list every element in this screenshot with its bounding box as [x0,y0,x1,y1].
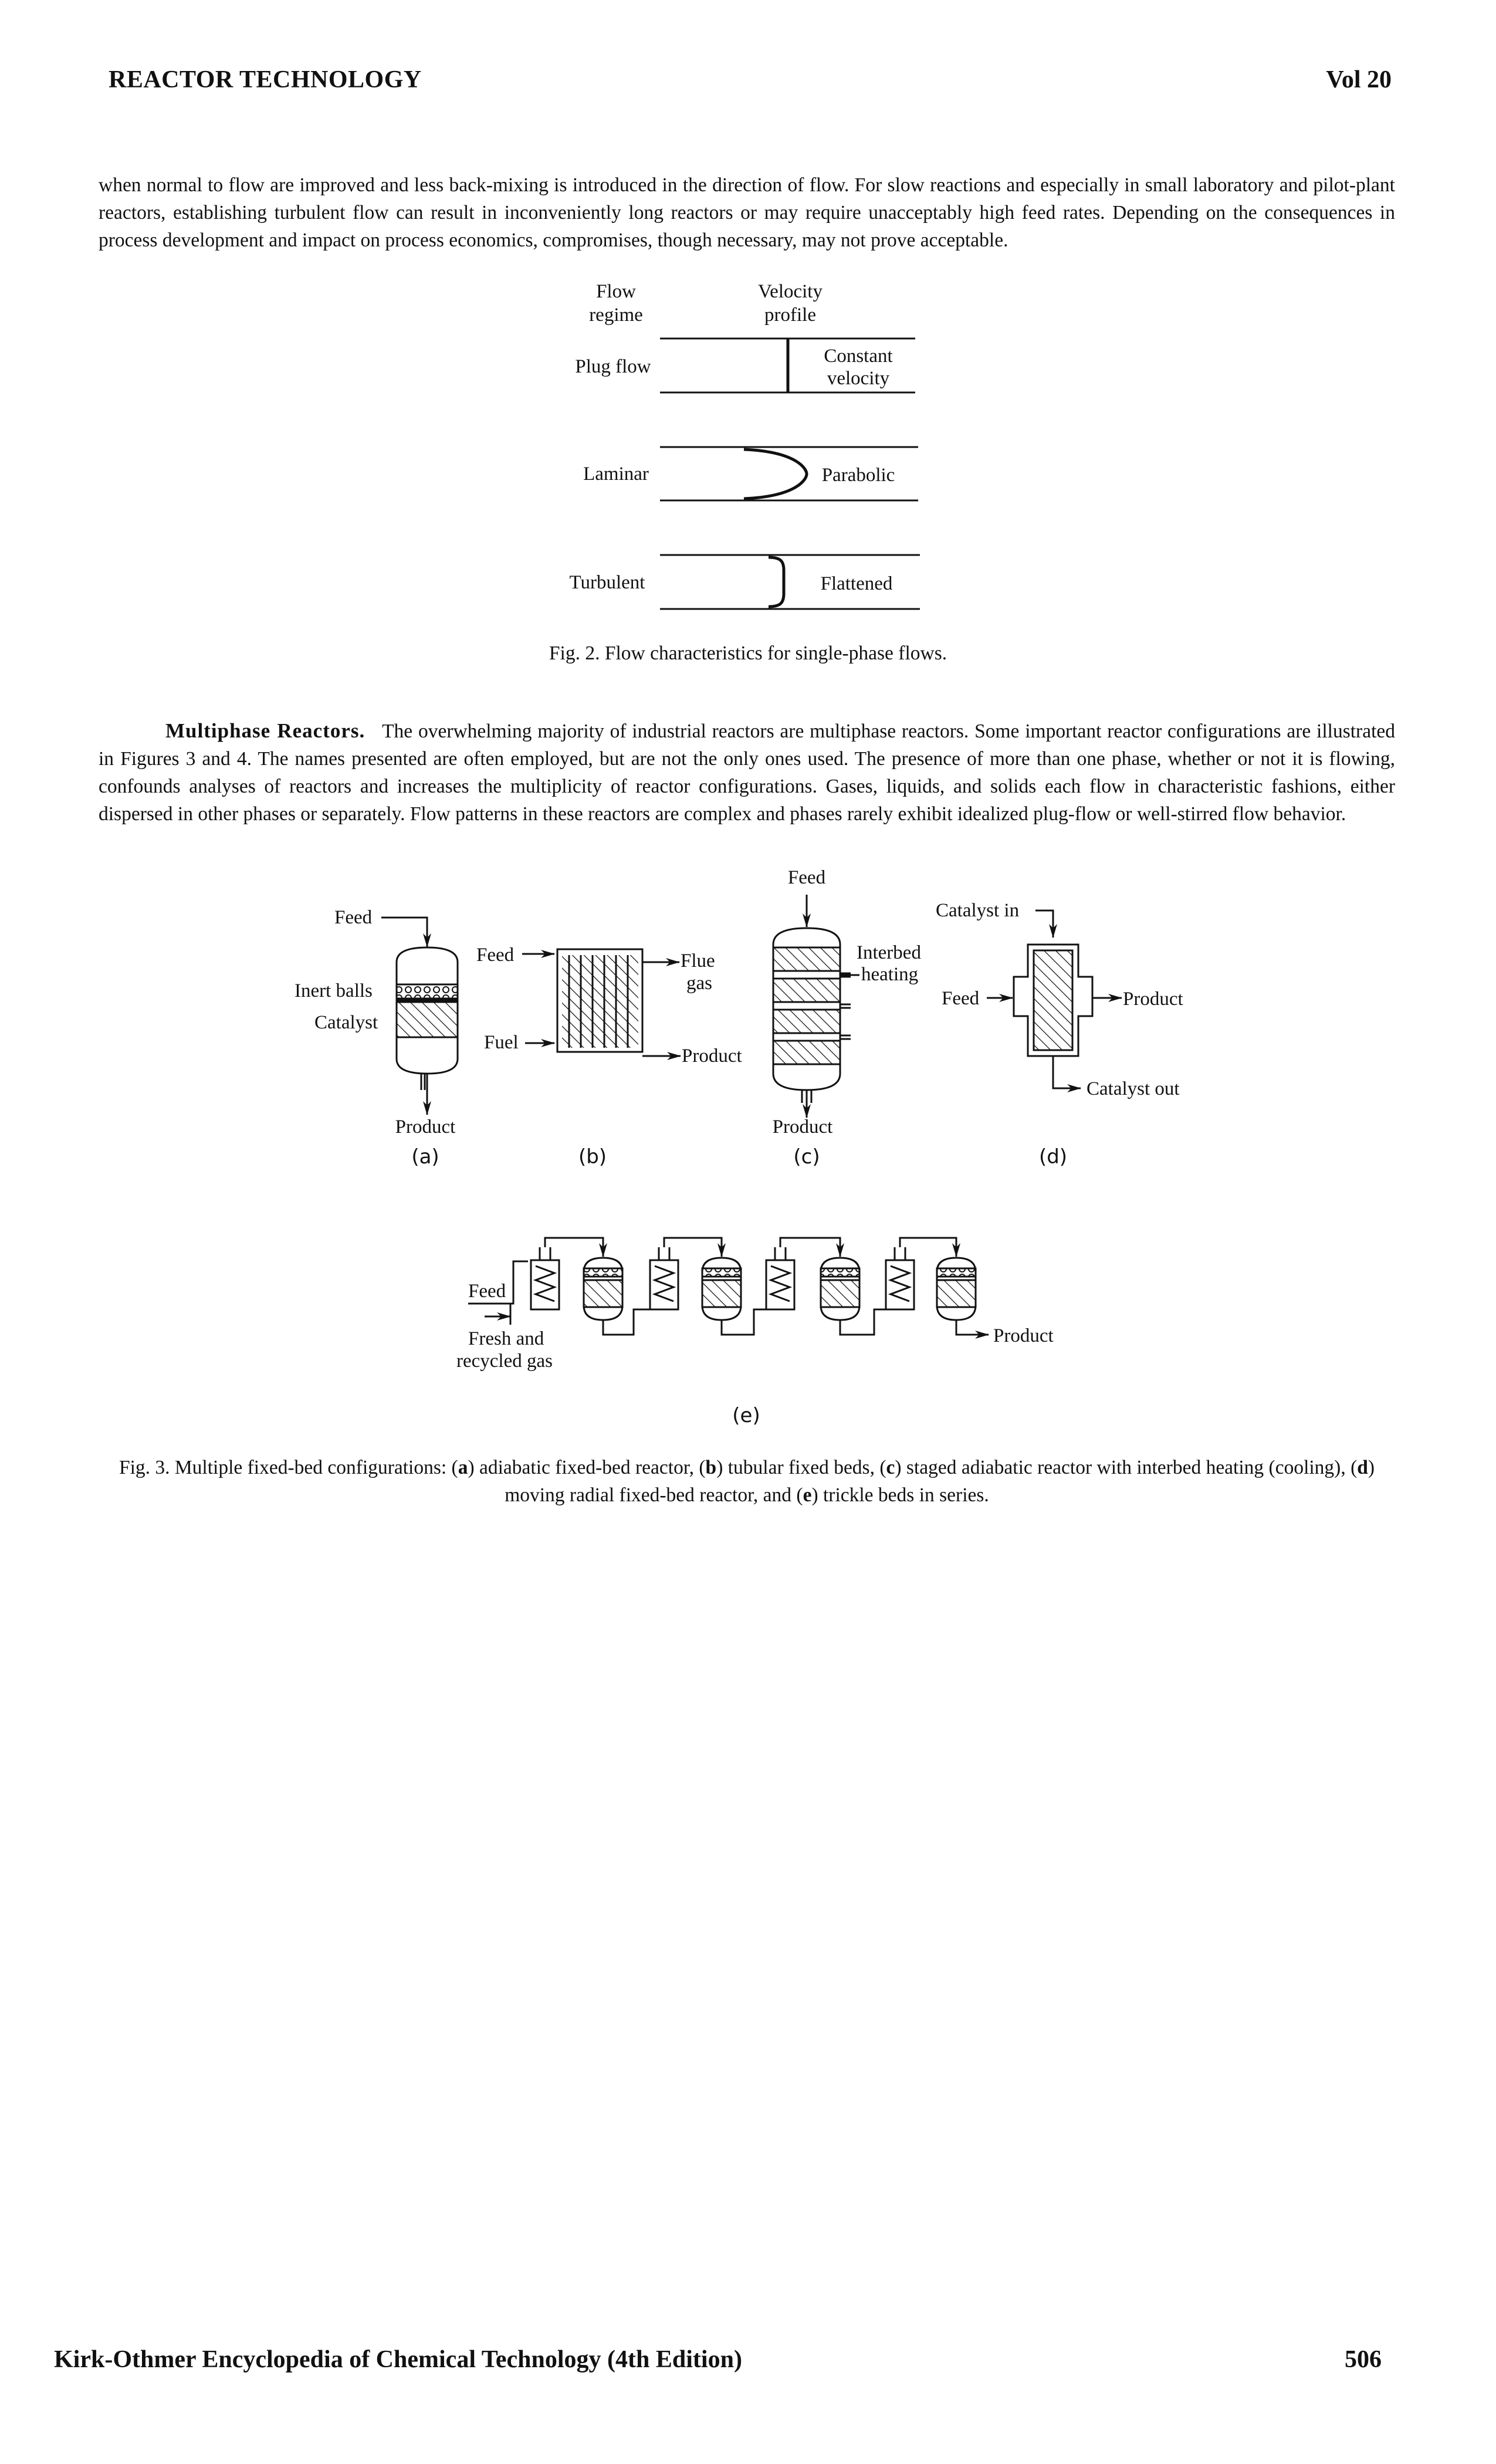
running-header-volume: Vol 20 [1326,66,1392,93]
d-catalyst-in-label: Catalyst in [936,900,1019,921]
b-fuel-label: Fuel [484,1032,519,1053]
fig2-profile-plug-2: velocity [827,368,890,389]
figure-3-fixed-bed-configurations: Feed Inert balls Catalyst Product (a) Fe… [295,867,1183,1427]
e-fresh-gas-label-2: recycled gas [456,1351,553,1372]
fig2-regime-plug: Plug flow [575,356,651,377]
a-catalyst-label: Catalyst [314,1012,378,1033]
c-feed-label: Feed [788,867,826,888]
fig3-caption-key-d: d [1357,1457,1368,1478]
section-heading-multiphase: Multiphase Reactors. [165,719,365,742]
d-feed-label: Feed [942,988,980,1009]
fig2-profile-plug-1: Constant [824,346,892,367]
a-sublabel: (a) [411,1145,439,1169]
e-fresh-gas-label-1: Fresh and [468,1328,544,1349]
figure-2-caption: Fig. 2. Flow characteristics for single-… [549,642,947,664]
fig3-caption-text-c: ) staged adiabatic reactor with interbed… [895,1457,1358,1478]
a-inert-balls-label: Inert balls [295,980,373,1001]
reactor-a: Feed Inert balls Catalyst Product (a) [295,907,459,1169]
reactor-e: Feed Fresh and recycled gas [456,1237,1054,1427]
d-catalyst-out-label: Catalyst out [1087,1078,1180,1099]
a-product-label: Product [395,1116,456,1138]
body-paragraph-1: when normal to flow are improved and les… [99,174,1395,251]
fig3-caption-key-e: e [803,1484,812,1506]
b-feed-label: Feed [476,945,515,966]
c-sublabel: (c) [793,1145,820,1169]
reactor-d: Catalyst in Feed Product Catalyst out (d… [936,900,1183,1169]
fig2-header-profile-1: Velocity [758,281,823,302]
fig2-profile-laminar: Parabolic [822,465,895,486]
fig3-caption-text-e: ) trickle beds in series. [811,1484,989,1506]
fig3-caption-key-c: c [886,1457,895,1478]
fig3-caption-lead: Fig. 3. Multiple fixed-bed configuration… [119,1457,458,1478]
reactor-c: Feed Interbed heating Product (c) [772,867,921,1169]
turbulent-channel [660,554,920,610]
running-header-title: REACTOR TECHNOLOGY [109,66,422,93]
figure-2-flow-profiles: Flow regime Velocity profile Plug flow C… [570,281,920,610]
c-interbed-label-1: Interbed [857,942,921,963]
d-product-label: Product [1123,989,1183,1010]
fig2-regime-turbulent: Turbulent [570,572,645,593]
fig2-header-profile-2: profile [764,304,816,326]
e-feed-label: Feed [468,1281,506,1302]
figure-3-caption: Fig. 3. Multiple fixed-bed configuration… [99,1454,1395,1509]
c-product-label: Product [773,1116,833,1138]
fig3-caption-key-a: a [458,1457,468,1478]
b-product-label: Product [682,1045,742,1067]
b-sublabel: (b) [578,1145,607,1169]
e-sublabel: (e) [732,1404,760,1427]
a-feed-label: Feed [334,907,373,928]
d-sublabel: (d) [1039,1145,1067,1169]
fig2-regime-laminar: Laminar [583,463,649,485]
fig2-header-regime-2: regime [589,304,643,326]
footer-publication-title: Kirk-Othmer Encyclopedia of Chemical Tec… [54,2346,742,2373]
footer-page-number: 506 [1345,2346,1382,2373]
fig3-caption-key-b: b [705,1457,717,1478]
b-flue-gas-label-1: Flue [681,950,715,972]
fig2-header-regime-1: Flow [596,281,636,302]
plug-flow-channel [660,337,915,394]
fig2-profile-turbulent: Flattened [821,573,893,594]
body-paragraph-2: Multiphase Reactors. The overwhelming ma… [99,717,1395,828]
c-interbed-label-2: heating [861,964,918,985]
laminar-channel [660,446,918,502]
fig3-caption-text-a: ) adiabatic fixed-bed reactor, ( [468,1457,706,1478]
body-paragraph-2-text: The overwhelming majority of industrial … [99,720,1395,825]
fig3-caption-text-d: ) moving radial fixed-bed reactor, and ( [505,1457,1375,1506]
reactor-b: Feed Flue gas Fuel Product (b) [476,945,742,1169]
b-flue-gas-label-2: gas [686,973,712,994]
fig3-caption-text-b: ) tubular fixed beds, ( [716,1457,886,1478]
e-product-label: Product [993,1325,1054,1346]
